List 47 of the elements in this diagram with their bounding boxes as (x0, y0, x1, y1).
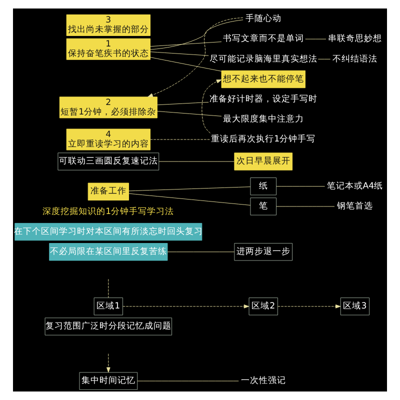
node-box: 准备工作 (88, 182, 129, 200)
connector (108, 278, 109, 298)
connector (150, 20, 244, 50)
connector (157, 102, 209, 106)
connector (150, 139, 210, 140)
node-box: 复习范围广泛时分段记忆成问题 (44, 318, 172, 336)
arrow (106, 354, 110, 373)
node-box: 1 保持奋笔疾书的状态 (66, 38, 150, 60)
node-box: 进两步退一步 (234, 243, 293, 261)
node-text: 书写文章而不是单词 (222, 34, 304, 44)
arrow (278, 304, 341, 308)
node-text: 一次性强记 (240, 376, 286, 386)
node-text: 笔记本或A4纸 (326, 181, 384, 192)
connector (128, 186, 251, 192)
node-text: 最大限度集中注意力 (222, 114, 304, 125)
node-box: 次日早晨展开 (234, 152, 293, 170)
node-box: 区域2 (248, 298, 278, 316)
arrow (148, 18, 244, 98)
node-box: 区域1 (94, 298, 123, 316)
arrow (122, 304, 250, 308)
node-text: 尽可能记录脑海里真实想法 (209, 54, 318, 64)
connector (150, 57, 222, 72)
arrow (202, 79, 222, 134)
node-box: 2 短暂1分钟，必须排除杂 (59, 96, 158, 118)
connector (150, 52, 209, 56)
node-box: 集中时间记忆 (79, 372, 138, 390)
connector (276, 186, 326, 187)
node-text: 准备好计时器，设定手写时 (209, 94, 318, 104)
node-box: 3 找出尚未掌握的部分 (66, 14, 150, 36)
node-text: 钢笔首选 (336, 202, 373, 212)
node-text: 串联奇思妙想 (328, 34, 382, 44)
node-box: 笔 (250, 198, 277, 216)
connector (150, 42, 222, 47)
node-box: 不必局限在某区间里反复苦练 (49, 243, 168, 261)
connector (128, 193, 251, 206)
node-box: 4 立即重读学习的内容 (66, 128, 150, 150)
node-box: 区域3 (340, 298, 370, 316)
connector (318, 58, 331, 60)
node-text: 手随心动 (245, 14, 282, 24)
node-text: 深度挖掘知识的1分钟手写学习法 (42, 206, 174, 217)
node-box: 可联动三画圆反复速记法 (58, 152, 160, 170)
node-text: 不纠结语法 (332, 54, 378, 64)
node-text: 重读后再次执行1分钟手写 (211, 134, 316, 145)
node-box: 想不起来也不能停笔 (221, 70, 306, 88)
connector (157, 110, 222, 116)
node-box: 纸 (250, 178, 277, 196)
connector (158, 161, 234, 162)
